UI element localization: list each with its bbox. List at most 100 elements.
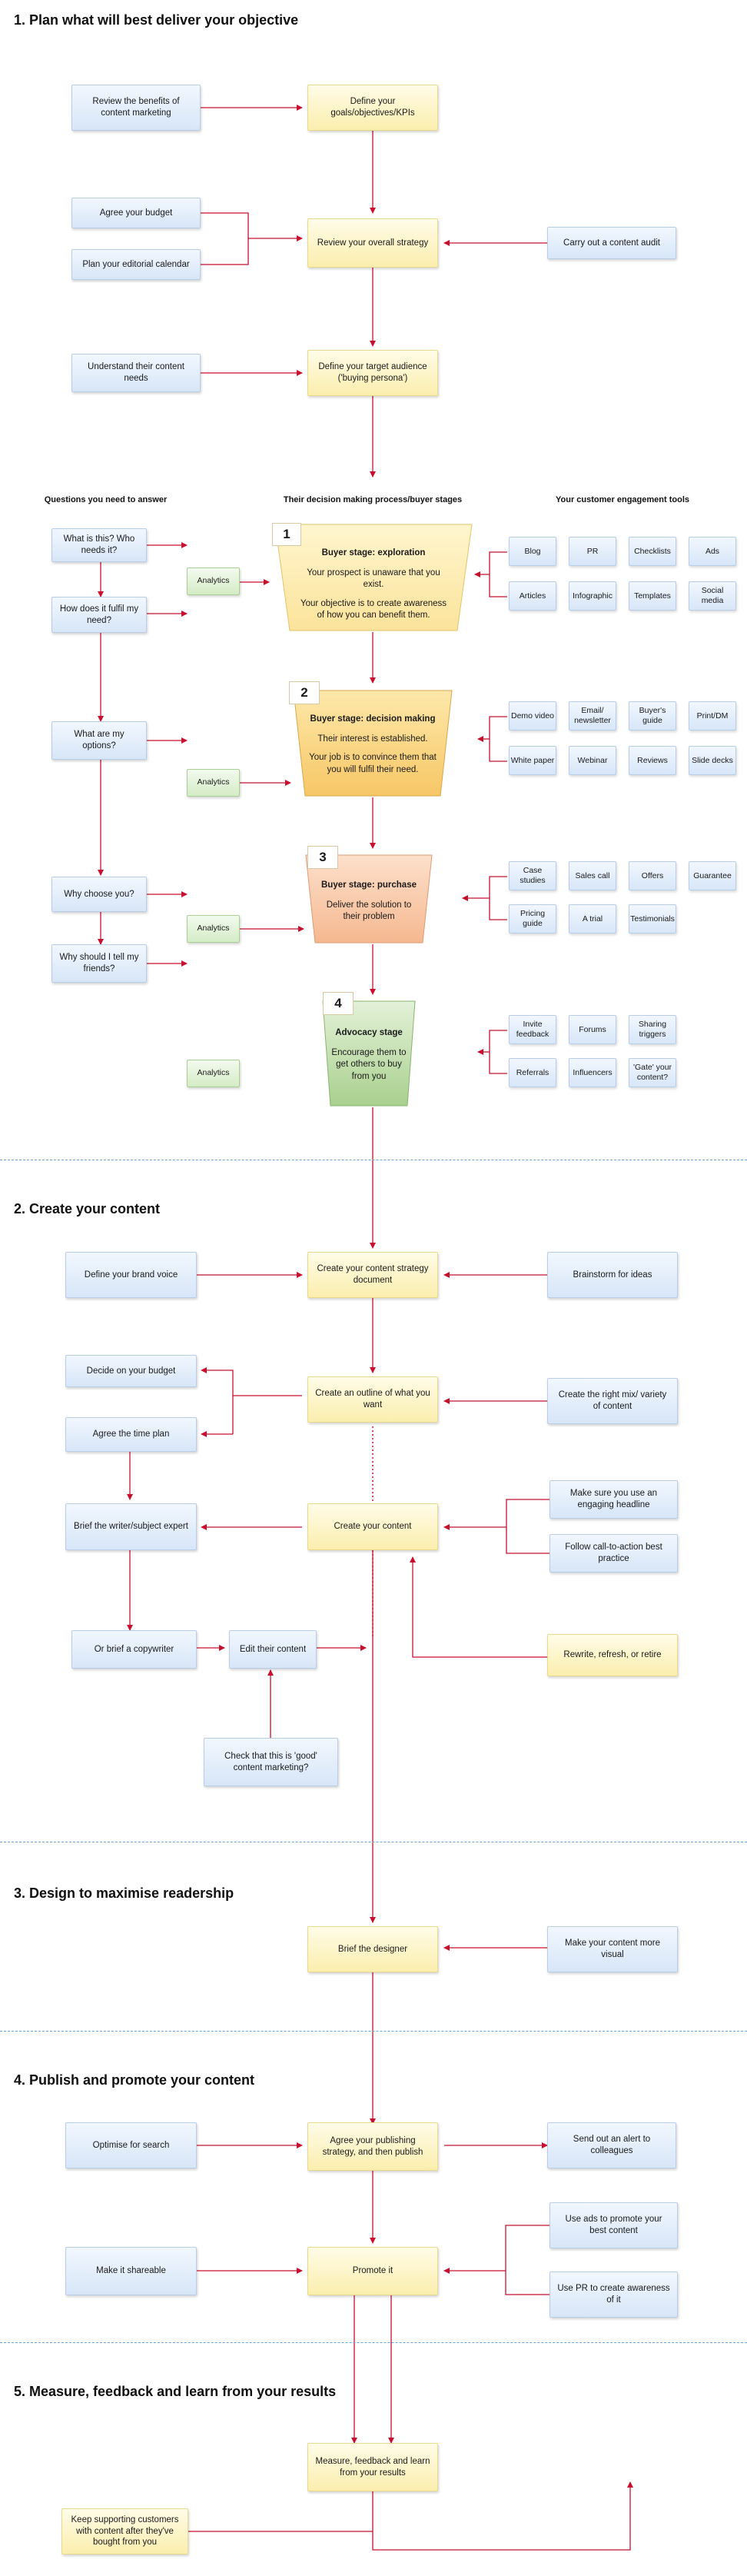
analytics-box: Analytics [187, 567, 240, 595]
analytics-box: Analytics [187, 915, 240, 943]
stage-text: Deliver the solution to their problem [326, 900, 412, 922]
review-benefits-box: Review the benefits of content marketing [71, 85, 201, 131]
tool-infographic: Infographic [569, 581, 616, 611]
tool-invite-feedback: Invite feedback [509, 1015, 556, 1044]
pr-awareness-box: Use PR to create awareness of it [549, 2271, 678, 2318]
section-5-heading: 5. Measure, feedback and learn from your… [14, 2384, 337, 2399]
tool-pricing-guide: Pricing guide [509, 904, 556, 934]
tool-ads: Ads [689, 537, 736, 566]
tool-testimonials: Testimonials [629, 904, 676, 934]
section-3-heading: 3. Design to maximise readership [14, 1885, 234, 1901]
tool-checklists: Checklists [629, 537, 676, 566]
question-options: What are my options? [51, 721, 147, 760]
strategy-document-box: Create your content strategy document [307, 1252, 438, 1298]
tool-sharing-triggers: Sharing triggers [629, 1015, 676, 1044]
stage-purchase: Buyer stage: purchase Deliver the soluti… [309, 855, 429, 943]
stage-1-shape [274, 524, 473, 631]
tool-slide-decks: Slide decks [689, 746, 736, 775]
tool-print-dm: Print/DM [689, 701, 736, 731]
check-good-content-box: Check that this is 'good' content market… [204, 1738, 338, 1786]
right-mix-box: Create the right mix/ variety of content [547, 1378, 678, 1424]
edit-content-box: Edit their content [229, 1630, 317, 1669]
tool-gate-content: 'Gate' your content? [629, 1058, 676, 1087]
tool-referrals: Referrals [509, 1058, 556, 1087]
time-plan-box: Agree the time plan [65, 1417, 197, 1452]
stage-number-4: 4 [323, 992, 354, 1015]
section-2-heading: 2. Create your content [14, 1201, 161, 1216]
tool-webinar: Webinar [569, 746, 616, 775]
stage-text: Encourage them to get others to buy from… [331, 1047, 407, 1081]
stage-number-3: 3 [307, 846, 338, 869]
tool-sales-call: Sales call [569, 861, 616, 890]
alert-colleagues-box: Send out an alert to colleagues [547, 2122, 676, 2168]
ads-promote-box: Use ads to promote your best content [549, 2202, 678, 2248]
section-divider [0, 2342, 747, 2343]
questions-column-heading: Questions you need to answer [44, 495, 168, 504]
agree-budget-box: Agree your budget [71, 198, 201, 228]
keep-supporting-box: Keep supporting customers with content a… [61, 2508, 188, 2554]
stage-decision-making: Buyer stage: decision making Their inter… [295, 691, 450, 796]
question-how-fulfil: How does it fulfil my need? [51, 597, 147, 633]
create-content-box: Create your content [307, 1503, 438, 1550]
section-divider [0, 2031, 747, 2032]
tool-reviews: Reviews [629, 746, 676, 775]
engaging-headline-box: Make sure you use an engaging headline [549, 1480, 678, 1519]
understand-needs-box: Understand their content needs [71, 354, 201, 392]
decide-budget-box: Decide on your budget [65, 1355, 197, 1387]
stage-text: Their interest is established. [317, 734, 428, 744]
stage-advocacy: Advocacy stage Encourage them to get oth… [324, 1001, 413, 1106]
rewrite-refresh-retire-box: Rewrite, refresh, or retire [547, 1634, 678, 1676]
stage-exploration: Buyer stage: exploration Your prospect i… [290, 524, 457, 631]
process-column-heading: Their decision making process/buyer stag… [283, 495, 463, 504]
review-strategy-box: Review your overall strategy [307, 218, 438, 268]
tool-white-paper: White paper [509, 746, 556, 775]
tool-pr: PR [569, 537, 616, 566]
more-visual-box: Make your content more visual [547, 1926, 678, 1972]
analytics-box: Analytics [187, 1060, 240, 1087]
stage-title: Buyer stage: decision making [310, 714, 436, 724]
tool-a-trial: A trial [569, 904, 616, 934]
stage-text: Your job is to convince them that you wi… [309, 753, 437, 774]
stage-2-shape [293, 690, 453, 797]
optimise-search-box: Optimise for search [65, 2122, 197, 2168]
stage-title: Buyer stage: purchase [321, 880, 417, 890]
tools-column-heading: Your customer engagement tools [556, 495, 689, 504]
make-shareable-box: Make it shareable [65, 2247, 197, 2295]
stage-title: Buyer stage: exploration [321, 548, 426, 557]
outline-box: Create an outline of what you want [307, 1376, 438, 1423]
tool-demo-video: Demo video [509, 701, 556, 731]
tool-influencers: Influencers [569, 1058, 616, 1087]
brainstorm-box: Brainstorm for ideas [547, 1252, 678, 1298]
define-goals-box: Define your goals/objectives/KPIs [307, 85, 438, 131]
analytics-box: Analytics [187, 769, 240, 797]
tool-social-media: Social media [689, 581, 736, 611]
content-audit-box: Carry out a content audit [547, 227, 676, 259]
question-tell-friends: Why should I tell my friends? [51, 944, 147, 983]
section-4-heading: 4. Publish and promote your content [14, 2072, 255, 2088]
tool-articles: Articles [509, 581, 556, 611]
promote-it-box: Promote it [307, 2247, 438, 2295]
measure-feedback-box: Measure, feedback and learn from your re… [307, 2443, 438, 2491]
tool-email-newsletter: Email/ newsletter [569, 701, 616, 731]
tool-buyers-guide: Buyer's guide [629, 701, 676, 731]
stage-3-shape [305, 854, 433, 944]
stage-number-2: 2 [289, 681, 320, 704]
publish-strategy-box: Agree your publishing strategy, and then… [307, 2122, 438, 2171]
brief-copywriter-box: Or brief a copywriter [71, 1630, 197, 1669]
stage-text: Your objective is to create awareness of… [300, 598, 447, 621]
tool-blog: Blog [509, 537, 556, 566]
brief-designer-box: Brief the designer [307, 1926, 438, 1972]
define-audience-box: Define your target audience ('buying per… [307, 350, 438, 396]
stage-text: Your prospect is unaware that you exist. [307, 567, 440, 590]
brand-voice-box: Define your brand voice [65, 1252, 197, 1298]
tool-case-studies: Case studies [509, 861, 556, 890]
plan-calendar-box: Plan your editorial calendar [71, 249, 201, 280]
question-why-choose: Why choose you? [51, 877, 147, 912]
section-1-heading: 1. Plan what will best deliver your obje… [14, 12, 299, 28]
stage-number-1: 1 [272, 523, 301, 546]
stage-title: Advocacy stage [335, 1028, 403, 1037]
tool-guarantee: Guarantee [689, 861, 736, 890]
cta-best-practice-box: Follow call-to-action best practice [549, 1534, 678, 1573]
brief-writer-box: Brief the writer/subject expert [65, 1503, 197, 1550]
